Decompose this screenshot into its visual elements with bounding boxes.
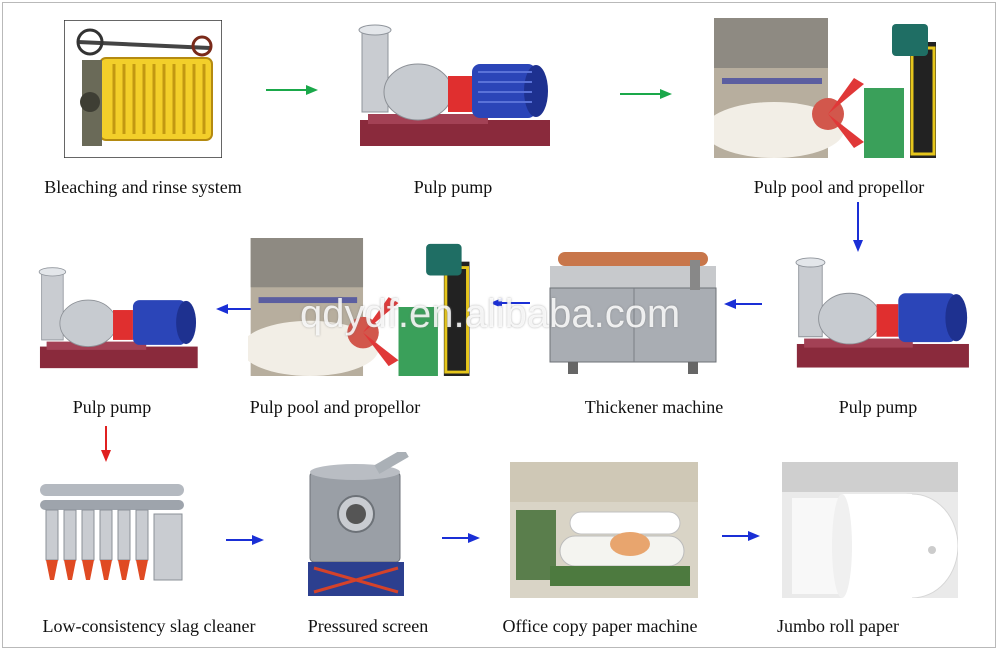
- caption-paper-machine: Office copy paper machine: [502, 616, 698, 636]
- arrow-right-icon: [442, 533, 480, 543]
- bleaching-system-image: [64, 20, 222, 158]
- thickener-machine-image: [544, 240, 722, 376]
- pulp-pump-image: [30, 264, 206, 376]
- pulp-pump-image: [348, 24, 560, 152]
- pressured-screen-image: [294, 452, 416, 598]
- caption-slag-cleaner: Low-consistency slag cleaner: [42, 616, 256, 636]
- caption-pulp-pump-1: Pulp pump: [413, 177, 493, 197]
- arrow-left-icon: [490, 298, 530, 308]
- slag-cleaner-image: [36, 474, 188, 590]
- arrow-left-icon: [724, 299, 762, 309]
- arrow-down-icon: [853, 202, 863, 252]
- jumbo-roll-image: [782, 462, 958, 598]
- caption-jumbo-roll: Jumbo roll paper: [777, 616, 899, 636]
- arrow-down-icon: [101, 426, 111, 462]
- pulp-pool-image: [248, 238, 482, 376]
- arrow-right-icon: [266, 85, 318, 95]
- caption-pulp-pool-1: Pulp pool and propellor: [753, 177, 925, 197]
- arrow-right-icon: [620, 89, 672, 99]
- caption-pulp-pump-2: Pulp pump: [838, 397, 918, 417]
- arrow-right-icon: [226, 535, 264, 545]
- pulp-pool-image: [714, 18, 946, 158]
- caption-pulp-pump-3: Pulp pump: [72, 397, 152, 417]
- caption-pressured-screen: Pressured screen: [307, 616, 429, 636]
- caption-bleaching: Bleaching and rinse system: [44, 177, 242, 197]
- arrow-right-icon: [722, 531, 760, 541]
- paper-machine-image: [510, 462, 698, 598]
- pulp-pump-image: [786, 256, 978, 374]
- caption-pulp-pool-2: Pulp pool and propellor: [249, 397, 421, 417]
- caption-thickener: Thickener machine: [584, 397, 724, 417]
